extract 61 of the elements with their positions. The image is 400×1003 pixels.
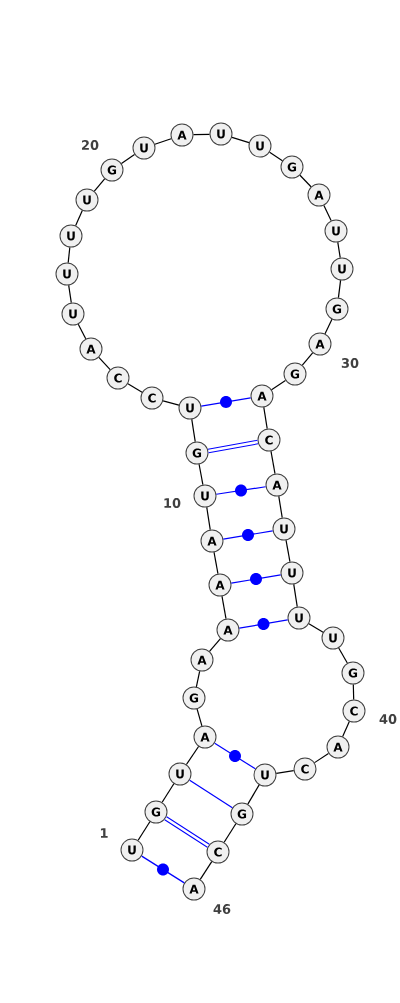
position-number: 10 [164, 498, 181, 508]
position-number: 40 [379, 714, 397, 724]
base-pair-line [164, 816, 210, 848]
backbone-line [324, 318, 333, 335]
backbone-line [323, 204, 332, 222]
backbone-line [247, 784, 260, 805]
backbone-line [299, 174, 312, 188]
backbone-line [285, 539, 291, 563]
base-pair-line [222, 529, 274, 541]
base-pair-line [200, 396, 252, 408]
backbone-line [337, 241, 341, 259]
backbone-line [120, 153, 136, 165]
backbone-line [154, 138, 172, 145]
backbone-line [263, 406, 268, 430]
backbone-line [161, 783, 175, 803]
base-pair-line [214, 742, 256, 770]
backbone-line [199, 861, 213, 880]
backbone-line [75, 209, 83, 227]
backbone-line [196, 708, 203, 727]
backbone-line [270, 450, 276, 475]
base-pair-line [189, 779, 233, 809]
backbone-line [270, 379, 287, 391]
backbone-line [185, 745, 200, 766]
backbone-line [206, 506, 211, 531]
backbone-line [275, 770, 295, 774]
backbone-line [208, 638, 222, 652]
base-pair-line [230, 573, 282, 585]
backbone-line [127, 383, 143, 393]
backbone-line [308, 623, 324, 633]
backbone-line [223, 823, 237, 843]
backbone-line [337, 279, 342, 299]
backbone-line [191, 418, 196, 443]
backbone-line [231, 136, 250, 144]
backbone-line [137, 821, 151, 841]
backbone-line [293, 583, 298, 608]
backbone-line [301, 352, 314, 366]
position-number: 20 [82, 140, 99, 150]
backbone-line [338, 647, 348, 664]
backbone-line [221, 595, 227, 620]
backbone-line [198, 463, 204, 486]
base-pair-line [215, 484, 267, 497]
position-number: 1 [100, 828, 108, 838]
backbone-line [77, 323, 87, 340]
backbone-line [313, 752, 330, 764]
backbone-line [192, 133, 211, 136]
backbone-line [269, 151, 283, 162]
backbone-line [342, 720, 350, 738]
backbone-line [93, 178, 106, 192]
backbone-line [195, 670, 201, 688]
backbone-line [213, 551, 219, 575]
base-pair-line [141, 855, 185, 884]
backbone-line [162, 400, 180, 406]
base-pair-line [238, 618, 289, 630]
position-number: 30 [341, 358, 359, 368]
position-number: 46 [213, 904, 231, 914]
backbone-line [278, 495, 283, 519]
backbone-line [98, 356, 111, 371]
backbone-line [352, 683, 355, 701]
backbone-line [67, 246, 71, 264]
base-pair-line [207, 439, 259, 454]
backbone-line [68, 284, 72, 304]
